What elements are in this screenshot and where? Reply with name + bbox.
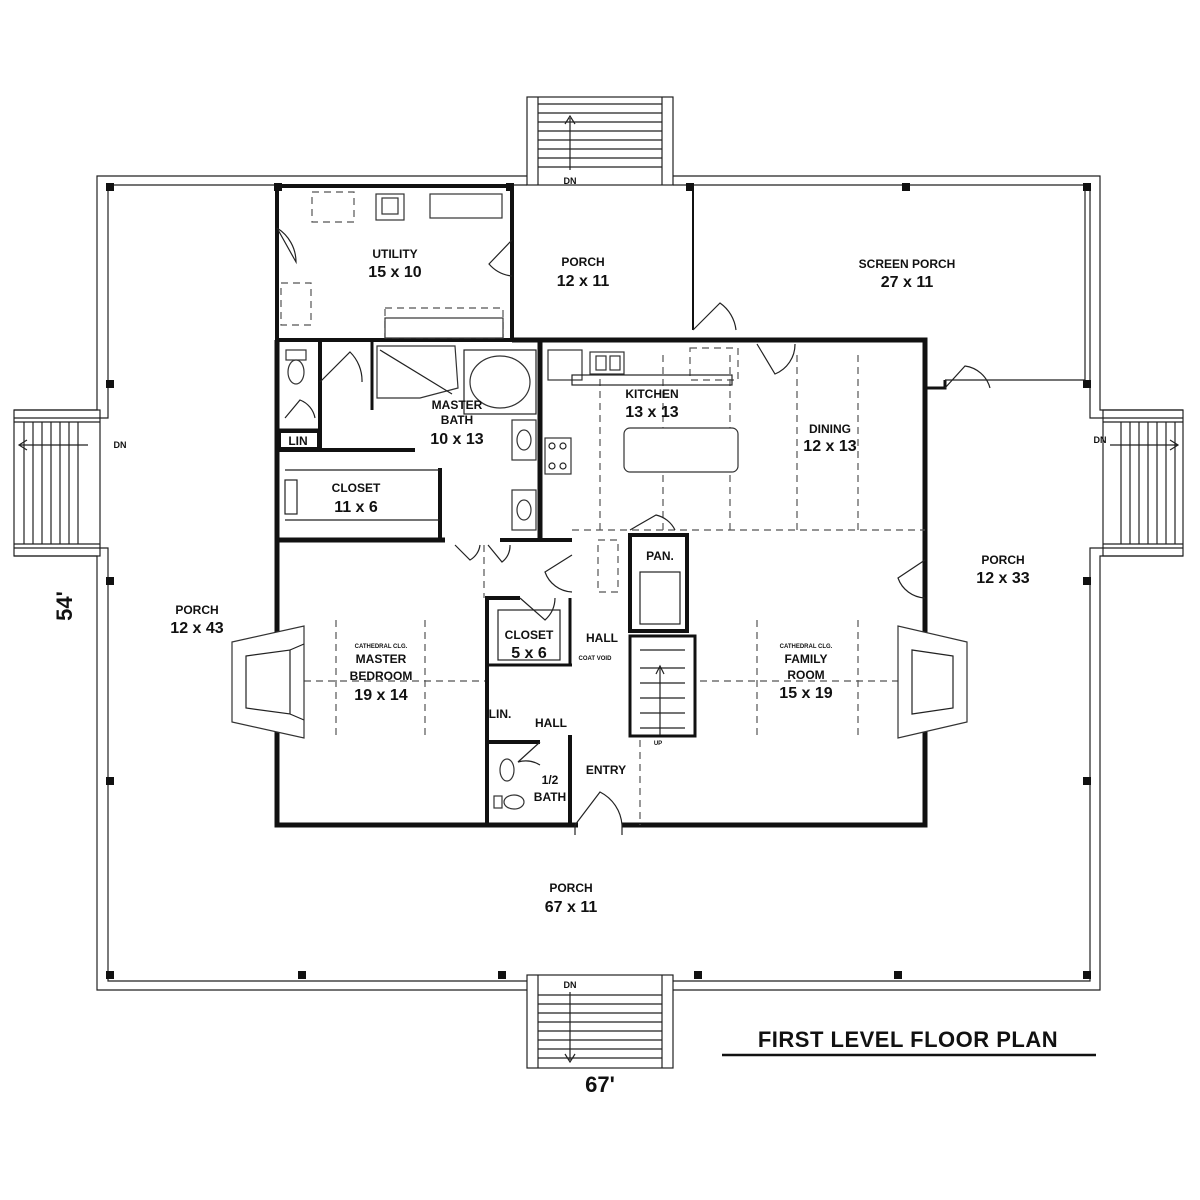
- room-closet-hall-size: 5 x 6: [511, 645, 547, 662]
- room-pantry-name: PAN.: [646, 549, 674, 563]
- room-linen-lower: LIN.: [489, 707, 512, 721]
- stair-left-label: DN: [114, 440, 127, 450]
- stair-bottom: DN: [526, 974, 674, 1069]
- room-closet-hall: CLOSET 5 x 6: [505, 628, 554, 662]
- room-utility-name: UTILITY: [372, 247, 417, 261]
- stair-right-label: DN: [1094, 435, 1107, 445]
- doors: [276, 227, 991, 835]
- room-hall-lower: HALL: [535, 716, 567, 730]
- fixtures: [231, 191, 968, 810]
- room-pantry: PAN.: [646, 549, 674, 563]
- stair-top: DN: [526, 96, 674, 186]
- room-porch-left-size: 12 x 43: [170, 620, 223, 637]
- room-linen-lower-name: LIN.: [489, 707, 512, 721]
- room-master-bath-size: 10 x 13: [430, 431, 483, 448]
- room-family-room-note: CATHEDRAL CLG.: [780, 644, 833, 650]
- room-hall-upper: HALL COAT VOID: [579, 631, 618, 662]
- room-closet-master: CLOSET 11 x 6: [332, 481, 381, 516]
- room-utility-size: 15 x 10: [368, 264, 421, 281]
- room-porch-front: PORCH 67 x 11: [545, 881, 598, 916]
- room-porch-right: PORCH 12 x 33: [976, 553, 1029, 587]
- coat-void-note: COAT VOID: [579, 656, 613, 662]
- stair-right: DN: [1094, 409, 1184, 557]
- room-kitchen-size: 13 x 13: [625, 404, 678, 421]
- room-family-room-size: 15 x 19: [779, 685, 832, 702]
- room-entry-name: ENTRY: [586, 763, 626, 777]
- room-master-bedroom-name: MASTER: [356, 652, 407, 666]
- room-family-room-name2: ROOM: [787, 668, 824, 682]
- room-family-room-name: FAMILY: [785, 652, 828, 666]
- room-screen-porch: SCREEN PORCH 27 x 11: [859, 257, 956, 291]
- plan-title: FIRST LEVEL FLOOR PLAN: [758, 1027, 1058, 1052]
- stair-top-label: DN: [564, 176, 577, 186]
- room-porch-right-size: 12 x 33: [976, 570, 1029, 587]
- room-hall-lower-name: HALL: [535, 716, 567, 730]
- room-master-bath-name2: BATH: [441, 413, 473, 427]
- room-screen-porch-name: SCREEN PORCH: [859, 257, 956, 271]
- room-master-bedroom: CATHEDRAL CLG. MASTER BEDROOM 19 x 14: [350, 644, 413, 704]
- room-master-bedroom-note: CATHEDRAL CLG.: [355, 644, 408, 650]
- room-master-bedroom-name2: BEDROOM: [350, 669, 413, 683]
- stair-up-label: UP: [654, 741, 662, 747]
- room-closet-master-size: 11 x 6: [334, 499, 378, 516]
- plan-title-block: FIRST LEVEL FLOOR PLAN: [722, 1027, 1096, 1057]
- room-half-bath-name: 1/2: [542, 773, 559, 787]
- stair-left: DN: [13, 409, 127, 557]
- room-kitchen-name: KITCHEN: [625, 387, 678, 401]
- room-linen-upper: LIN: [279, 431, 319, 449]
- room-porch-front-name: PORCH: [549, 881, 592, 895]
- room-entry: ENTRY: [586, 763, 626, 777]
- room-master-bedroom-size: 19 x 14: [354, 687, 407, 704]
- room-porch-rear-size: 12 x 11: [557, 273, 610, 290]
- room-hall-upper-name: HALL: [586, 631, 618, 645]
- room-half-bath-name2: BATH: [534, 790, 566, 804]
- room-half-bath: 1/2 BATH: [534, 773, 566, 804]
- room-screen-porch-size: 27 x 11: [881, 274, 934, 291]
- overall-depth: 54': [52, 591, 77, 621]
- room-porch-rear: PORCH 12 x 11: [557, 255, 610, 290]
- room-porch-right-name: PORCH: [981, 553, 1024, 567]
- room-dining-size: 12 x 13: [803, 438, 856, 455]
- room-master-bath-name: MASTER: [432, 398, 483, 412]
- overall-width: 67': [585, 1072, 615, 1097]
- room-porch-rear-name: PORCH: [561, 255, 604, 269]
- room-kitchen: KITCHEN 13 x 13: [625, 387, 678, 421]
- room-dining-name: DINING: [809, 422, 851, 436]
- exterior-walls: [274, 184, 1086, 828]
- room-porch-left: PORCH 12 x 43: [170, 603, 223, 637]
- room-linen-upper-name: LIN: [288, 434, 307, 448]
- room-master-bath: MASTER BATH 10 x 13: [430, 398, 483, 448]
- dashed-lines: [280, 355, 925, 825]
- stair-bottom-label: DN: [564, 980, 577, 990]
- room-utility: UTILITY 15 x 10: [368, 247, 421, 281]
- interior-walls: [277, 338, 927, 825]
- room-closet-master-name: CLOSET: [332, 481, 381, 495]
- room-closet-hall-name: CLOSET: [505, 628, 554, 642]
- room-porch-front-size: 67 x 11: [545, 899, 598, 916]
- room-porch-left-name: PORCH: [175, 603, 218, 617]
- room-dining: DINING 12 x 13: [803, 422, 856, 455]
- room-family-room: CATHEDRAL CLG. FAMILY ROOM 15 x 19: [779, 644, 832, 702]
